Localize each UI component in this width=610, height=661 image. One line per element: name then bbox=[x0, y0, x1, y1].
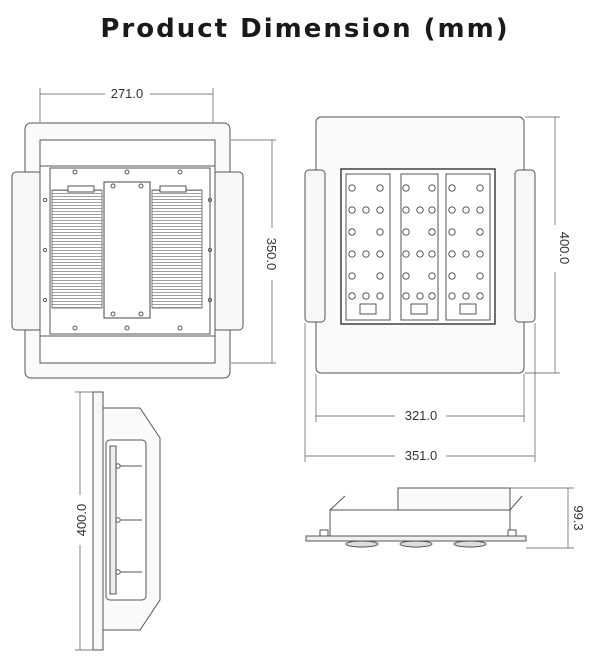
led-emitter bbox=[476, 206, 484, 214]
led-emitter bbox=[476, 272, 484, 280]
led-emitter bbox=[402, 250, 410, 258]
led-emitter bbox=[448, 228, 456, 236]
led-emitter bbox=[362, 250, 370, 258]
led-emitter bbox=[448, 292, 456, 300]
led-emitter bbox=[476, 228, 484, 236]
led-emitter bbox=[348, 250, 356, 258]
led-emitter bbox=[376, 250, 384, 258]
led-emitter bbox=[416, 250, 424, 258]
front-width-label: 271.0 bbox=[111, 86, 144, 101]
led-emitter bbox=[416, 206, 424, 214]
led-emitter bbox=[348, 206, 356, 214]
led-emitter bbox=[448, 206, 456, 214]
front-height-label: 350.0 bbox=[264, 238, 279, 271]
side-height-label: 400.0 bbox=[74, 504, 89, 537]
led-emitter bbox=[428, 292, 436, 300]
back-dimension-lines bbox=[304, 116, 560, 462]
led-emitter bbox=[462, 292, 470, 300]
back-view bbox=[304, 116, 536, 374]
led-emitter bbox=[416, 292, 424, 300]
led-emitter bbox=[348, 184, 356, 192]
led-emitter bbox=[376, 206, 384, 214]
side-view bbox=[75, 391, 161, 651]
led-emitter bbox=[402, 272, 410, 280]
back-inner-width-label: 321.0 bbox=[405, 408, 438, 423]
bottom-view bbox=[305, 487, 574, 549]
led-emitter bbox=[476, 184, 484, 192]
led-emitter bbox=[362, 206, 370, 214]
led-array bbox=[348, 184, 484, 300]
bottom-depth-label: 99.3 bbox=[571, 505, 586, 530]
led-emitter bbox=[476, 292, 484, 300]
back-height-label: 400.0 bbox=[557, 232, 572, 265]
led-emitter bbox=[376, 272, 384, 280]
led-emitter bbox=[402, 292, 410, 300]
page-title: Product Dimension (mm) bbox=[100, 14, 510, 44]
led-emitter bbox=[348, 292, 356, 300]
led-emitter bbox=[428, 272, 436, 280]
led-emitter bbox=[448, 250, 456, 258]
led-emitter bbox=[428, 206, 436, 214]
led-emitter bbox=[348, 272, 356, 280]
led-emitter bbox=[402, 184, 410, 192]
led-emitter bbox=[448, 184, 456, 192]
led-emitter bbox=[476, 250, 484, 258]
led-emitter bbox=[376, 184, 384, 192]
led-emitter bbox=[428, 228, 436, 236]
led-emitter bbox=[428, 250, 436, 258]
led-emitter bbox=[448, 272, 456, 280]
back-outer-width-label: 351.0 bbox=[405, 448, 438, 463]
front-view bbox=[11, 88, 276, 379]
led-emitter bbox=[462, 250, 470, 258]
led-emitter bbox=[362, 292, 370, 300]
led-emitter bbox=[376, 228, 384, 236]
led-emitter bbox=[402, 228, 410, 236]
led-emitter bbox=[376, 292, 384, 300]
led-emitter bbox=[462, 206, 470, 214]
led-emitter bbox=[428, 184, 436, 192]
led-emitter bbox=[348, 228, 356, 236]
led-emitter bbox=[402, 206, 410, 214]
